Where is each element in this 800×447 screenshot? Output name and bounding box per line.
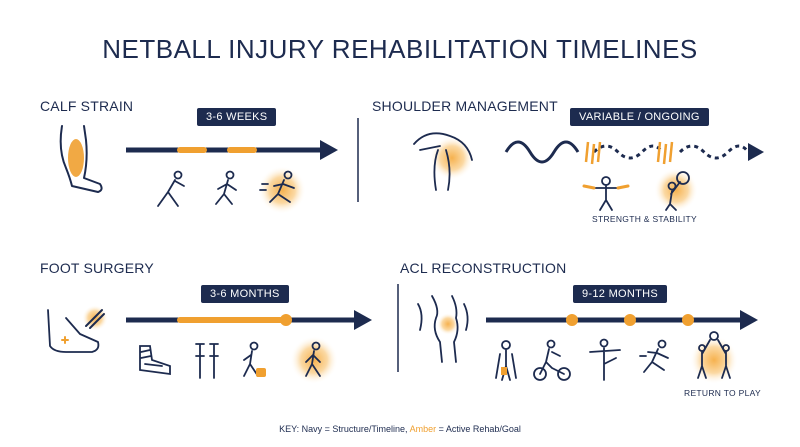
- color-key: KEY: Navy = Structure/Timeline, Amber = …: [0, 424, 800, 434]
- stretching-figure-icon: [157, 170, 185, 207]
- shoulder-glow: [430, 136, 474, 180]
- foot-goal-glow: [290, 336, 338, 384]
- ball-throwing-figure-icon: [665, 171, 690, 211]
- walking-boot-figure-icon: [243, 341, 266, 377]
- foot-phase-marker: [280, 314, 292, 326]
- strength-stability-caption: STRENGTH & STABILITY: [592, 214, 698, 224]
- sprinting-figure-icon: [259, 170, 295, 203]
- foot-surgery-title: FOOT SURGERY: [40, 260, 154, 276]
- shoulder-goal-glow: [654, 168, 698, 212]
- calf-duration-badge: 3-6 WEEKS: [197, 108, 277, 126]
- brace-figure-icon: [495, 340, 517, 381]
- acl-duration-badge: 9-12 MONTHS: [573, 285, 668, 303]
- knee-joint-icon: [417, 295, 469, 363]
- shoulder-joint-icon: [413, 132, 473, 191]
- shoulder-flare-marker-2: [656, 141, 674, 165]
- running-figure-icon: [215, 170, 237, 205]
- acl-goal-glow: [690, 336, 738, 384]
- foot-timeline-arrow: [126, 310, 372, 330]
- acl-phase-marker-1: [566, 314, 578, 326]
- key-prefix: KEY: Navy = Structure/Timeline,: [279, 424, 410, 434]
- foot-cast-icon: [139, 345, 171, 376]
- acl-phase-marker-2: [624, 314, 636, 326]
- shoulder-duration-badge: VARIABLE / ONGOING: [570, 108, 709, 126]
- calf-leg-icon: [59, 125, 103, 193]
- netball-players-icon: [697, 331, 731, 379]
- acl-reconstruction-title: ACL RECONSTRUCTION: [400, 260, 567, 276]
- key-suffix: = Active Rehab/Goal: [436, 424, 521, 434]
- agility-run-icon: [639, 339, 669, 373]
- walking-figure-icon: [305, 341, 321, 377]
- calf-timeline-arrow: [126, 140, 338, 160]
- crutches-icon: [195, 343, 219, 379]
- foot-screw-icon: [47, 305, 108, 353]
- shoulder-flare-marker-1: [584, 141, 602, 165]
- resistance-band-figure-icon: [582, 176, 630, 211]
- foot-duration-badge: 3-6 MONTHS: [201, 285, 289, 303]
- acl-phase-marker-3: [682, 314, 694, 326]
- acl-timeline-arrow: [486, 310, 758, 330]
- balance-figure-icon: [589, 338, 621, 381]
- shoulder-management-title: SHOULDER MANAGEMENT: [372, 98, 558, 114]
- exercise-bike-icon: [533, 339, 571, 381]
- return-to-play-caption: RETURN TO PLAY: [684, 388, 761, 398]
- page-title: NETBALL INJURY REHABILITATION TIMELINES: [102, 34, 698, 64]
- calf-strain-title: CALF STRAIN: [40, 98, 134, 114]
- key-amber-word: Amber: [409, 424, 437, 434]
- shoulder-timeline-arrow: [504, 140, 764, 165]
